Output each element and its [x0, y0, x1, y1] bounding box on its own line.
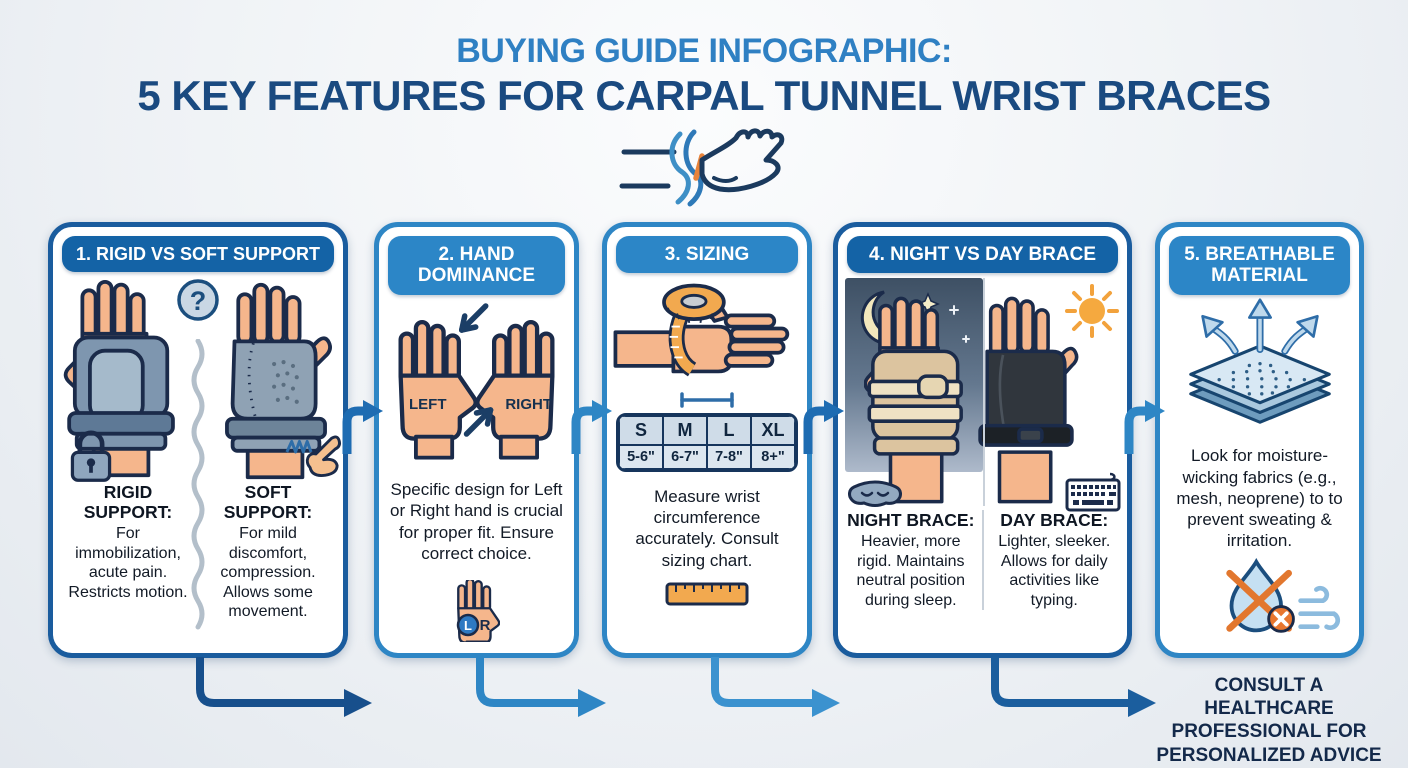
- panel2-header: 2. HAND DOMINANCE: [388, 236, 565, 295]
- infographic-title-line1: BUYING GUIDE INFOGRAPHIC:: [456, 32, 952, 70]
- panel2-body: Specific design for Left or Right hand i…: [390, 480, 563, 563]
- range-s: 5-6": [619, 445, 663, 470]
- keyboard-icon: [1065, 473, 1121, 512]
- wavy-divider: [191, 339, 205, 630]
- panel-breathable-material: 5. BREATHABLE MATERIAL: [1155, 222, 1364, 658]
- flow-arrow-4-icon: [1124, 400, 1165, 454]
- panel4-illustration: [838, 276, 1127, 512]
- wind-icon: [1298, 585, 1341, 630]
- day-brace-text: DAY BRACE: Lighter, sleeker. Allows for …: [990, 510, 1120, 610]
- range-xl: 8+": [751, 445, 795, 470]
- sizing-chart-table: S M L XL 5-6" 6-7" 7-8" 8+": [616, 413, 798, 473]
- sun-icon: [1065, 284, 1119, 339]
- width-bracket-icon: [680, 392, 734, 409]
- panel5-header: 5. BREATHABLE MATERIAL: [1169, 236, 1350, 295]
- rigid-support-text: RIGID SUPPORT: For immobilization, acute…: [61, 482, 195, 622]
- panel-sizing: 3. SIZING S: [602, 222, 812, 658]
- panel5-icons: [1160, 557, 1359, 634]
- breathable-mesh-icon: [1188, 297, 1331, 424]
- left-right-hand-icon: L R: [456, 579, 500, 642]
- panel-night-vs-day: 4. NIGHT VS DAY BRACE: [833, 222, 1132, 658]
- infographic-title-line2: 5 KEY FEATURES FOR CARPAL TUNNEL WRIST B…: [137, 72, 1271, 119]
- question-mark-icon: ?: [177, 279, 219, 321]
- day-brace-title: DAY BRACE:: [1000, 510, 1109, 531]
- no-sweat-drop-icon: [1226, 557, 1295, 633]
- svg-text:R: R: [479, 617, 490, 634]
- lock-icon: [70, 430, 112, 482]
- size-l: L: [707, 416, 751, 446]
- panel1-header: 1. RIGID VS SOFT SUPPORT: [62, 236, 334, 273]
- tape-measure-wrist-icon: [613, 283, 790, 377]
- svg-text:L: L: [464, 618, 472, 633]
- wrist-hand-logo-icon: [619, 128, 785, 207]
- panel4-text-columns: NIGHT BRACE: Heavier, more rigid. Mainta…: [838, 510, 1127, 611]
- rigid-support-title: RIGID SUPPORT:: [83, 482, 173, 523]
- night-brace-body: Heavier, more rigid. Maintains neutral p…: [856, 533, 965, 609]
- bottom-flow-connectors: [196, 657, 1156, 717]
- night-brace-text: NIGHT BRACE: Heavier, more rigid. Mainta…: [846, 510, 976, 610]
- column-divider: [981, 510, 984, 611]
- consult-note: CONSULT A HEALTHCARE PROFESSIONAL FOR PE…: [1156, 675, 1382, 766]
- panel5-body: Look for moisture-wicking fabrics (e.g.,…: [1176, 446, 1343, 551]
- flow-arrow-1-icon: [342, 400, 383, 454]
- svg-text:?: ?: [190, 286, 207, 316]
- soft-support-body: For mild discomfort, compression. Allows…: [220, 525, 316, 621]
- size-s: S: [619, 416, 663, 446]
- rigid-brace-hand-illustration: [63, 280, 175, 478]
- flow-arrow-3-icon: [803, 400, 844, 454]
- panel2-illustration: LEFT RIGHT: [379, 300, 574, 466]
- day-brace-hand-illustration: [978, 296, 1079, 504]
- sleep-mask-icon: [848, 480, 902, 508]
- ruler-icon: [665, 582, 749, 606]
- day-brace-body: Lighter, sleeker. Allows for daily activ…: [998, 533, 1111, 609]
- size-m: M: [663, 416, 707, 446]
- soft-brace-hand-illustration: [225, 283, 332, 480]
- night-brace-title: NIGHT BRACE:: [847, 510, 975, 531]
- left-hand-label: LEFT: [409, 395, 447, 413]
- range-m: 6-7": [663, 445, 707, 470]
- panel3-body: Measure wrist circumference accurately. …: [635, 486, 779, 570]
- right-hand-label: RIGHT: [505, 395, 552, 413]
- night-day-divider: [982, 278, 985, 507]
- arrow-up-right-icon: [463, 406, 493, 437]
- flex-hand-icon: [285, 435, 341, 478]
- panel4-header: 4. NIGHT VS DAY BRACE: [847, 236, 1118, 274]
- panel1-text-columns: RIGID SUPPORT: For immobilization, acute…: [53, 482, 343, 622]
- panel3-header: 3. SIZING: [616, 236, 798, 274]
- panel-rigid-vs-soft: 1. RIGID VS SOFT SUPPORT: [48, 222, 348, 658]
- panel1-illustration: ?: [53, 275, 343, 630]
- size-xl: XL: [751, 416, 795, 446]
- arrow-down-left-icon: [458, 302, 488, 333]
- rigid-support-body: For immobilization, acute pain. Restrict…: [68, 525, 188, 601]
- soft-support-title: SOFT SUPPORT:: [223, 482, 313, 523]
- soft-support-text: SOFT SUPPORT: For mild discomfort, compr…: [201, 482, 335, 622]
- panel-hand-dominance: 2. HAND DOMINANCE LEFT RIGHT Specific de…: [374, 222, 579, 658]
- range-l: 7-8": [707, 445, 751, 470]
- flow-arrow-2-icon: [571, 400, 612, 454]
